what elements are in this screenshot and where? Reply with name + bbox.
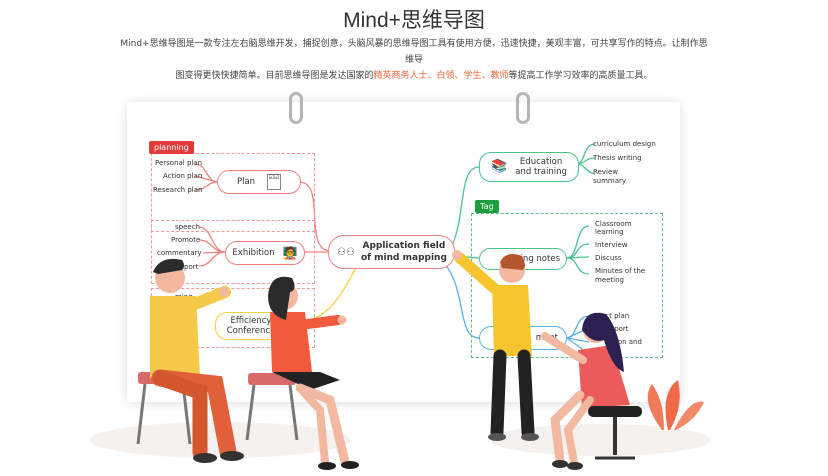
green-tag[interactable]: Tag [475, 200, 499, 213]
description-highlight: 精英商务人士、白领、学生、教师 [373, 71, 509, 81]
mind-map-board: planning Tag ⚇⚇ Application field of min… [127, 102, 680, 402]
leaf-efficiency-3[interactable]: n [187, 334, 192, 342]
leaf-curriculum-design[interactable]: curriculum design [593, 140, 656, 148]
exhibition-node[interactable]: Exhibition 🧑‍🏫 [225, 241, 305, 265]
leaf-n[interactable]: n [607, 348, 612, 356]
management-label: ment [535, 333, 558, 343]
leaf-thesis-writing[interactable]: Thesis writing [593, 154, 642, 162]
learning-notes-node[interactable]: ning notes [479, 248, 567, 270]
planning-tag[interactable]: planning [149, 141, 194, 154]
leaf-interview[interactable]: Interview [595, 241, 628, 249]
education-label-2: and training [515, 167, 567, 177]
education-label-1: Education [519, 157, 563, 167]
leaf-commentary[interactable]: commentary [157, 249, 202, 257]
leaf-action-plan[interactable]: Action plan [163, 172, 203, 180]
page-title: Mind+思维导图 [343, 9, 485, 32]
leaf-personal-plan[interactable]: Personal plan [155, 159, 203, 167]
leaf-efficiency-2[interactable]: nt [185, 305, 193, 313]
central-topic-line-2: of mind mapping [360, 253, 447, 263]
exhibition-label: Exhibition [232, 248, 275, 258]
leaf-report[interactable]: report [177, 263, 199, 271]
efficiency-label-2: Conference [226, 326, 276, 336]
learning-notes-label: ning notes [515, 254, 560, 264]
management-node[interactable]: ment [479, 326, 567, 350]
plan-node[interactable]: Plan ☑☑ [217, 170, 301, 194]
efficiency-label-1: Efficiency [230, 316, 272, 326]
binder-ring-right [516, 92, 530, 124]
education-icon: 📚 [491, 159, 508, 174]
leaf-report-2[interactable]: l report [603, 325, 629, 333]
exhibition-group-box [151, 220, 315, 284]
central-topic-line-1: Application field [362, 241, 446, 251]
leaf-review[interactable]: Review [593, 168, 618, 176]
planning-group-box [151, 153, 315, 232]
checklist-icon: ☑☑ [267, 174, 282, 190]
leaf-efficiency-1[interactable]: ming [175, 293, 193, 301]
plan-label: Plan [236, 177, 256, 187]
leaf-discuss[interactable]: Discuss [595, 254, 622, 262]
leaf-project-plan[interactable]: ject plan [599, 312, 630, 320]
binder-ring-left [289, 92, 303, 124]
leaf-summary[interactable]: summary [593, 177, 627, 185]
leaf-promote[interactable]: Promote [171, 236, 201, 244]
description-line-1: Mind+思维导图是一款专注左右脑思维开发，捕捉创意，头脑风暴的思维导图工具有使… [120, 39, 708, 65]
leaf-meeting[interactable]: meeting [595, 276, 625, 284]
leaf-classroom[interactable]: Classroom [595, 220, 632, 228]
presentation-icon: 🧑‍🏫 [282, 246, 298, 260]
leaf-cation[interactable]: cation and [605, 338, 642, 346]
central-topic[interactable]: ⚇⚇ Application field of mind mapping [328, 235, 455, 269]
description-line-2b: 等提高工作学习效率的高质量工具。 [508, 71, 653, 81]
leaf-research-plan[interactable]: Research plan [153, 186, 203, 194]
people-icon: ⚇⚇ [337, 246, 355, 258]
page-description: Mind+思维导图是一款专注左右脑思维开发，捕捉创意，头脑风暴的思维导图工具有使… [118, 36, 710, 84]
leaf-minutes[interactable]: Minutes of the [595, 267, 646, 275]
description-line-2a: 图变得更快快捷简单。目前思维导图是发达国家的 [175, 71, 374, 81]
leaf-speech[interactable]: speech [175, 223, 200, 231]
leaf-learning[interactable]: learning [595, 228, 624, 236]
